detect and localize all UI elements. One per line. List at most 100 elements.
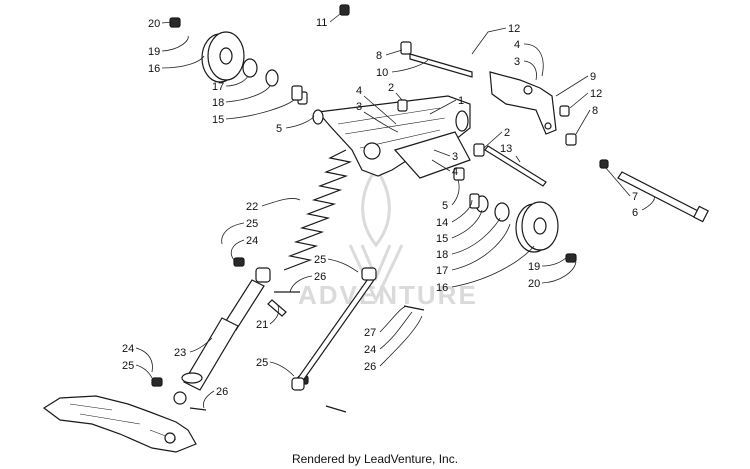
callout: 27 — [364, 305, 407, 339]
callout: 9 — [555, 71, 596, 97]
lower-idler-wheel-part — [469, 193, 559, 253]
callout-label: 21 — [256, 319, 268, 331]
callout: 14 — [436, 199, 473, 229]
callout: 4 — [431, 159, 458, 178]
callout: 8 — [575, 105, 598, 135]
watermark-text: ADVENTURE — [298, 280, 478, 310]
callout: 24 — [122, 343, 153, 373]
callout: 17 — [436, 223, 511, 277]
grease-fitting-part — [267, 299, 287, 317]
callout-label: 24 — [122, 343, 134, 355]
callout-label: 8 — [592, 105, 598, 117]
callout-label: 26 — [216, 386, 228, 398]
callout: 13 — [500, 143, 521, 163]
callout-label: 16 — [436, 282, 448, 294]
callout-label: 10 — [376, 67, 388, 79]
callout-label: 12 — [508, 23, 520, 35]
callout-label: 17 — [436, 265, 448, 277]
callout: 16 — [148, 55, 205, 75]
callout-label: 14 — [436, 217, 448, 229]
callout-label: 5 — [276, 123, 282, 135]
rear-arm-part — [312, 95, 471, 179]
callout-label: 22 — [246, 201, 258, 213]
callout: 20 — [528, 261, 577, 290]
callout-label: 25 — [246, 218, 258, 230]
callout-label: 4 — [514, 39, 520, 51]
callout: 1 — [429, 95, 464, 115]
callout-label: 1 — [458, 95, 464, 107]
callout: 25 — [221, 218, 258, 245]
callouts: 20 19 16 17 18 15 5 11 — [122, 13, 655, 409]
callout-label: 16 — [148, 63, 160, 75]
callout-label: 7 — [632, 191, 638, 203]
callout: 16 — [436, 245, 535, 294]
link-rod-part — [291, 267, 377, 391]
callout: 26 — [364, 315, 423, 373]
shock-absorber-part — [173, 267, 271, 405]
callout-label: 11 — [316, 17, 327, 29]
watermark: ADVENTURE — [298, 173, 478, 310]
callout-label: 5 — [442, 200, 448, 212]
callout-label: 4 — [452, 166, 458, 178]
callout: 3 — [433, 149, 458, 163]
callout-label: 12 — [590, 88, 602, 100]
callout: 5 — [276, 115, 315, 135]
callout-label: 27 — [364, 327, 376, 339]
callout-label: 23 — [174, 347, 186, 359]
callout: 25 — [256, 357, 295, 377]
callout-label: 2 — [504, 127, 510, 139]
callout: 22 — [246, 198, 301, 213]
callout-label: 25 — [256, 357, 268, 369]
callout: 3 — [514, 56, 537, 81]
callout: 26 — [289, 271, 326, 293]
callout-label: 9 — [590, 71, 596, 83]
callout-label: 20 — [528, 278, 540, 290]
callout: 18 — [212, 85, 271, 109]
callout-label: 3 — [514, 56, 520, 68]
callout: 25 — [122, 360, 153, 379]
callout-label: 18 — [212, 97, 224, 109]
callout: 2 — [483, 127, 510, 149]
callout-label: 26 — [314, 271, 326, 283]
callout: 18 — [436, 217, 501, 261]
callout-label: 13 — [500, 143, 512, 155]
callout: 4 — [514, 39, 544, 77]
callout-label: 15 — [212, 114, 224, 126]
callout: 15 — [212, 99, 295, 126]
callout: 20 — [148, 18, 173, 30]
callout-label: 3 — [452, 151, 458, 163]
callout-label: 25 — [122, 360, 134, 372]
callout: 7 — [605, 167, 638, 203]
callout: 15 — [436, 209, 483, 245]
callout-label: 2 — [388, 82, 394, 94]
callout-label: 15 — [436, 233, 448, 245]
callout: 2 — [388, 82, 403, 101]
rail-frame-part — [42, 395, 197, 453]
rendered-by-footer: Rendered by LeadVenture, Inc. — [291, 452, 459, 466]
callout: 23 — [174, 337, 213, 359]
bracket-part — [489, 71, 557, 135]
coil-spring-part — [283, 149, 353, 271]
callout: 25 — [314, 254, 359, 273]
callout: 8 — [376, 49, 403, 62]
shafts-part — [409, 53, 709, 223]
callout-label: 18 — [436, 249, 448, 261]
callout: 11 — [316, 13, 341, 29]
callout-label: 24 — [364, 344, 376, 356]
callout: 4 — [356, 85, 397, 125]
callout: 24 — [364, 311, 413, 356]
callout: 17 — [212, 75, 249, 93]
callout: 19 — [528, 255, 569, 273]
callout-label: 3 — [356, 101, 362, 113]
callout: 5 — [442, 179, 460, 212]
callout: 21 — [256, 305, 280, 331]
callout-label: 17 — [212, 81, 224, 93]
callout: 26 — [203, 386, 228, 409]
callout-label: 4 — [356, 85, 362, 97]
callout-label: 6 — [632, 207, 638, 219]
callout-label: 8 — [376, 50, 382, 62]
callout: 12 — [569, 88, 602, 109]
callout-label: 19 — [148, 46, 160, 58]
callout: 3 — [356, 101, 399, 133]
